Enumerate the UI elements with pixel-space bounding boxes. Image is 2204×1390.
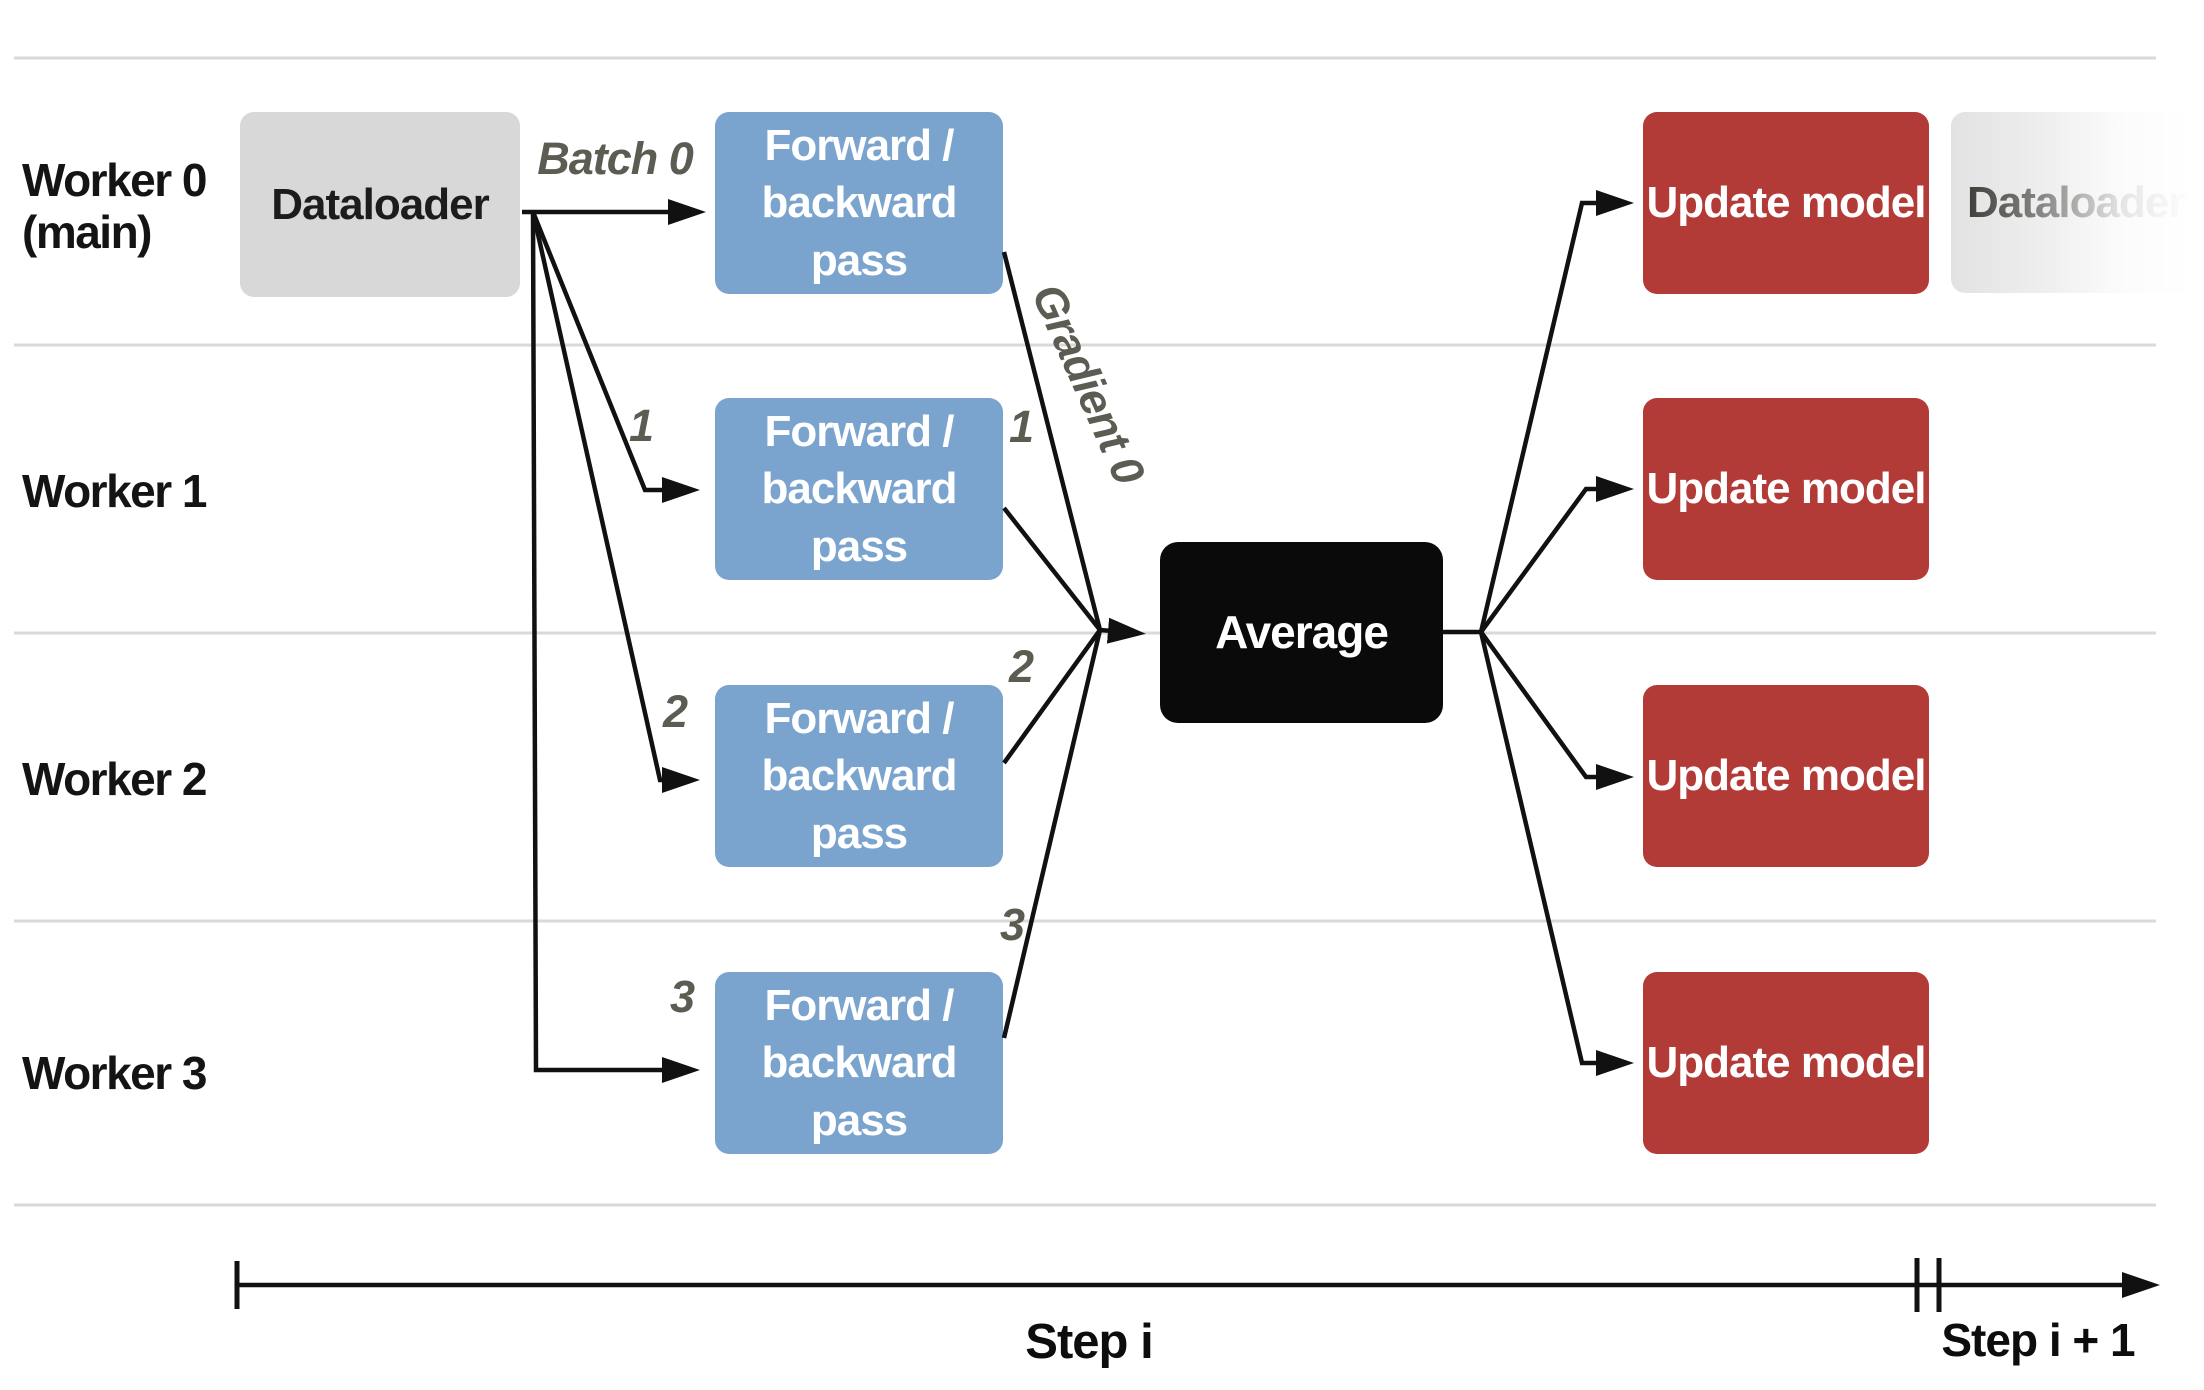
next-dataloader-box: Dataloader bbox=[1951, 112, 2204, 293]
update-model-box-worker1: Update model bbox=[1643, 398, 1929, 580]
forward-backward-text-worker1: Forward / backward pass bbox=[715, 403, 1003, 575]
backward-label: backward pass bbox=[761, 178, 958, 285]
step-i-label: Step i bbox=[1025, 1315, 1153, 1369]
step-i-plus-1-label: Step i + 1 bbox=[1941, 1314, 2135, 1366]
forward-backward-box-worker3: Forward / backward pass bbox=[715, 972, 1003, 1154]
backward-label: backward pass bbox=[761, 464, 958, 571]
worker-0-label: Worker 0 (main) bbox=[22, 154, 208, 258]
update-model-box-worker2: Update model bbox=[1643, 685, 1929, 867]
batch-0-label: Batch 0 bbox=[537, 133, 694, 184]
gradient-3-label: 3 bbox=[999, 899, 1025, 950]
backward-label: backward pass bbox=[761, 1038, 958, 1145]
forward-label: Forward / bbox=[764, 407, 954, 457]
fade-out-overlay bbox=[1951, 112, 2204, 293]
gradient-1-label: 1 bbox=[1008, 401, 1034, 452]
dataloader-box: Dataloader bbox=[240, 112, 520, 297]
batch-1-label: 1 bbox=[628, 400, 654, 451]
update-model-box-worker0: Update model bbox=[1643, 112, 1929, 294]
worker-2-label: Worker 2 bbox=[22, 753, 208, 805]
gradient-2-label: 2 bbox=[1008, 641, 1034, 692]
forward-label: Forward / bbox=[764, 981, 954, 1031]
backward-label: backward pass bbox=[761, 751, 958, 858]
forward-backward-box-worker2: Forward / backward pass bbox=[715, 685, 1003, 867]
forward-label: Forward / bbox=[764, 694, 954, 744]
average-box: Average bbox=[1160, 542, 1443, 723]
batch-2-label: 2 bbox=[662, 686, 688, 737]
update-model-box-worker3: Update model bbox=[1643, 972, 1929, 1154]
worker-3-label: Worker 3 bbox=[22, 1047, 208, 1099]
worker-1-label: Worker 1 bbox=[22, 465, 208, 517]
batch-3-label: 3 bbox=[669, 971, 695, 1022]
forward-backward-box-worker0: Forward / backward pass bbox=[715, 112, 1003, 294]
forward-backward-text-worker3: Forward / backward pass bbox=[715, 977, 1003, 1149]
forward-backward-box-worker1: Forward / backward pass bbox=[715, 398, 1003, 580]
gradient-0-label: Gradient 0 bbox=[1021, 276, 1155, 492]
forward-backward-text-worker0: Forward / backward pass bbox=[715, 117, 1003, 289]
worker-0-name: Worker 0 bbox=[22, 154, 208, 206]
forward-backward-text-worker2: Forward / backward pass bbox=[715, 690, 1003, 862]
worker-0-suffix: (main) bbox=[22, 205, 153, 258]
forward-label: Forward / bbox=[764, 121, 954, 171]
